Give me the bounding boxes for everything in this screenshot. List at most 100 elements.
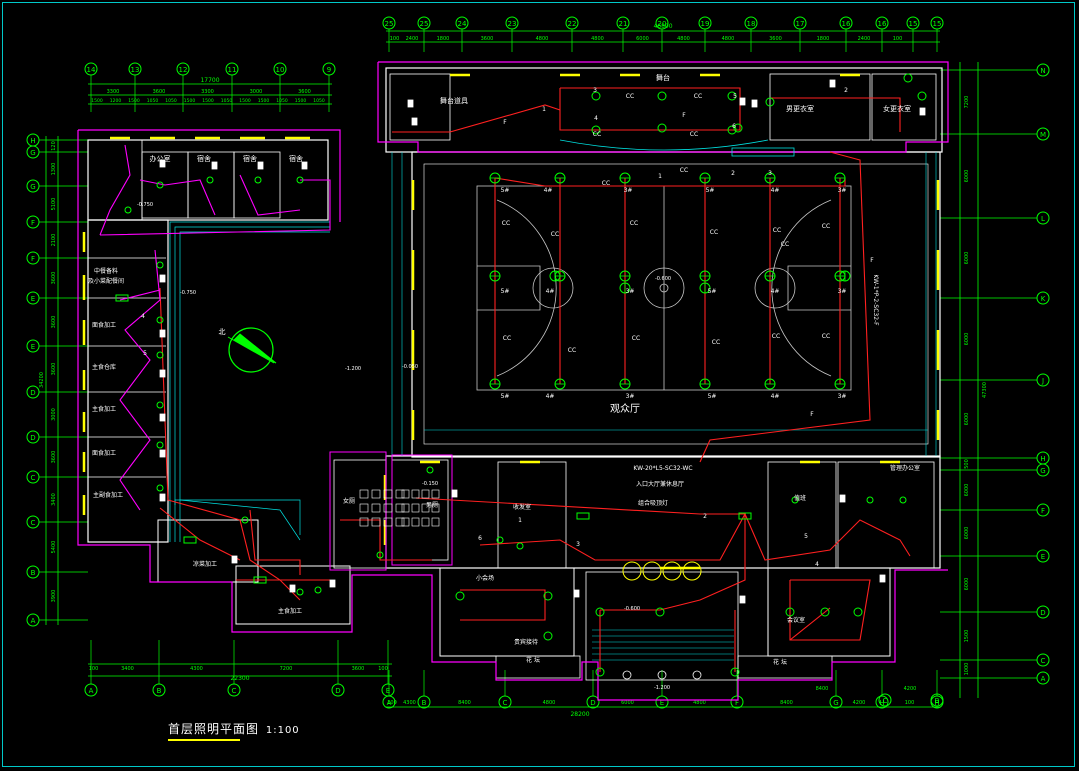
label-lamp-count: 5#: [708, 288, 717, 295]
dim-segment: 3600: [481, 36, 494, 42]
label-circuit-number: 3: [593, 87, 597, 94]
switch-box: [159, 449, 166, 458]
label-dressing-female: 女更衣室: [883, 104, 911, 113]
axis-label: 21: [619, 20, 628, 28]
dim-total: 17700: [200, 77, 219, 84]
label-small-hall: 小会场: [476, 574, 494, 582]
axis-label: D: [590, 699, 595, 707]
ft-circle-left: [532, 267, 574, 309]
switch-box: [159, 369, 166, 378]
axis-label: C: [31, 519, 36, 527]
switch-box: [159, 493, 166, 502]
wc-stall: [401, 489, 410, 499]
axis-label: F: [1041, 507, 1045, 515]
axis-label: A: [387, 699, 392, 707]
dim-segment: 100: [89, 666, 99, 672]
axis-label: 16: [878, 20, 887, 28]
wall-lamp: [156, 484, 164, 492]
dim-segment: 4300: [403, 700, 416, 706]
label-circuit-number: 5: [733, 93, 737, 100]
label-dorm: 宿舍: [289, 154, 303, 163]
wall-lamp: [124, 206, 132, 214]
compass-axis: [227, 336, 275, 364]
stage-circuit: [392, 104, 561, 133]
label-elevation: -0.600: [655, 276, 671, 282]
dim-segment: 1800: [817, 36, 830, 42]
dim-segment: 4300: [190, 666, 203, 672]
wall-lamp: [314, 586, 322, 594]
dim-sub: 1050: [276, 98, 288, 104]
label-f: F: [682, 112, 686, 119]
management-room: [837, 461, 935, 569]
switch-box: [329, 579, 336, 588]
corridor-line: [174, 499, 301, 535]
dim-segment: 2400: [858, 36, 871, 42]
label-lamp-count: 3#: [626, 393, 635, 400]
switch-box: [301, 161, 308, 170]
wc-stall: [431, 517, 440, 527]
label-meat: 面食加工: [92, 449, 116, 457]
label-auditorium: 观众厅: [610, 403, 640, 415]
dim-total: 46800: [653, 23, 672, 30]
wall-lamp: [376, 551, 384, 559]
dim-segment: 3600: [51, 272, 57, 285]
ceiling-lamp: [853, 607, 863, 617]
label-noodle: 面食加工: [92, 321, 116, 329]
wc-stall: [383, 517, 393, 527]
title-text: 首层照明平面图: [168, 722, 260, 736]
dim-segment: 4200: [853, 700, 866, 706]
label-prep: 及小菜配餐间: [88, 277, 124, 285]
label-management: 管理办公室: [890, 464, 920, 472]
wing-circuit: [119, 289, 161, 301]
axis-label: 13: [131, 66, 140, 74]
label-cc: CC: [502, 220, 510, 227]
label-circuit-number: 4: [594, 115, 598, 122]
stage-apron: [559, 139, 769, 151]
dressing-room: [871, 73, 937, 141]
axis-label: G: [833, 699, 838, 707]
label-circuit-number: 3: [768, 170, 772, 177]
key-right: [787, 265, 851, 311]
axis-label: F: [31, 219, 35, 227]
switch-box: [919, 107, 926, 116]
ceiling-lamp: [820, 607, 830, 617]
axis-label: D: [30, 434, 35, 442]
axis-label: K: [1041, 295, 1046, 303]
toilet-block-outline: [329, 451, 387, 571]
meeting-circuit: [789, 579, 871, 641]
axis-label: 14: [87, 66, 96, 74]
key-left: [477, 265, 541, 311]
dim-segment: 6000: [636, 36, 649, 42]
center-spot: [659, 283, 669, 293]
auditorium-walls: [411, 151, 941, 458]
label-circuit-number: 5: [804, 533, 808, 540]
label-cc: CC: [781, 241, 789, 248]
axis-bubble: [930, 693, 944, 707]
small-hall: [439, 567, 575, 657]
wc-stall: [431, 503, 440, 513]
label-elevation: -0.750: [180, 290, 196, 296]
dim-segment: 3600: [769, 36, 782, 42]
fluorescent-lamp: [253, 576, 267, 584]
switch-box: [411, 117, 418, 126]
revolving-door: [662, 561, 682, 581]
hall-top-outline: [377, 61, 949, 153]
dim-segment: 5100: [51, 198, 57, 211]
dim-segment: 3600: [51, 363, 57, 376]
entrance-porch: [585, 571, 739, 681]
label-hot-kitchen: 主副食加工: [93, 491, 123, 499]
stage-steps: [731, 147, 795, 157]
wc-stall: [421, 489, 430, 499]
wall-lamp: [899, 496, 907, 504]
wall-lamp: [156, 351, 164, 359]
wing-circuit: [239, 174, 301, 216]
small-hall-circuit: [460, 589, 546, 621]
lobby-circuit: [415, 497, 746, 561]
wc-stall: [383, 489, 393, 499]
label-cc: CC: [593, 131, 601, 138]
axis-label: F: [31, 255, 35, 263]
label-north: 北: [219, 328, 226, 336]
label-staple-room: 主食加工: [278, 607, 302, 615]
axis-label: F: [735, 699, 739, 707]
dim-segment: 3600: [298, 89, 311, 95]
